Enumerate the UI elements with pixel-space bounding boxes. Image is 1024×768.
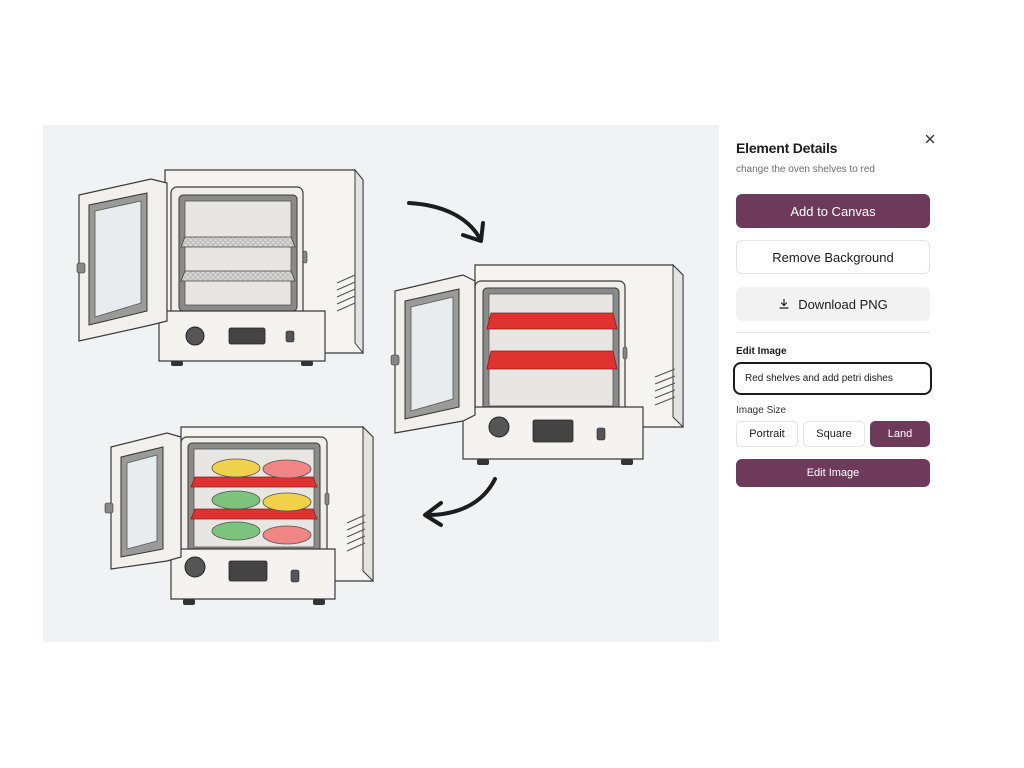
oven-red-shelves-image[interactable] (390, 263, 684, 465)
add-to-canvas-button[interactable]: Add to Canvas (736, 194, 930, 228)
arrow-left-down-icon (423, 477, 497, 527)
panel-divider (736, 332, 930, 333)
size-square-button[interactable]: Square (803, 421, 865, 447)
edit-prompt-input[interactable] (733, 362, 932, 395)
remove-background-label: Remove Background (772, 249, 894, 265)
size-portrait-label: Portrait (749, 428, 785, 440)
remove-background-button[interactable]: Remove Background (736, 240, 930, 274)
edit-image-label: Edit Image (736, 346, 787, 357)
download-png-button[interactable]: Download PNG (736, 287, 930, 321)
oven-original-image[interactable] (76, 168, 364, 366)
image-canvas[interactable] (43, 125, 719, 642)
oven-red-shelves-petri-dishes-image[interactable] (104, 425, 374, 605)
size-square-label: Square (816, 428, 852, 440)
add-to-canvas-label: Add to Canvas (790, 203, 876, 219)
size-land-label: Land (887, 428, 913, 440)
edit-image-button[interactable]: Edit Image (736, 459, 930, 487)
panel-title: Element Details (736, 140, 838, 156)
close-button[interactable] (922, 131, 938, 147)
arrow-right-down-icon (407, 201, 485, 243)
edit-image-button-label: Edit Image (806, 467, 860, 479)
size-land-button[interactable]: Land (870, 421, 930, 447)
image-size-label: Image Size (736, 405, 787, 416)
size-portrait-button[interactable]: Portrait (736, 421, 798, 447)
panel-subtitle: change the oven shelves to red (736, 164, 875, 175)
close-icon (925, 134, 935, 144)
download-icon (779, 298, 789, 309)
download-png-label: Download PNG (798, 296, 888, 312)
